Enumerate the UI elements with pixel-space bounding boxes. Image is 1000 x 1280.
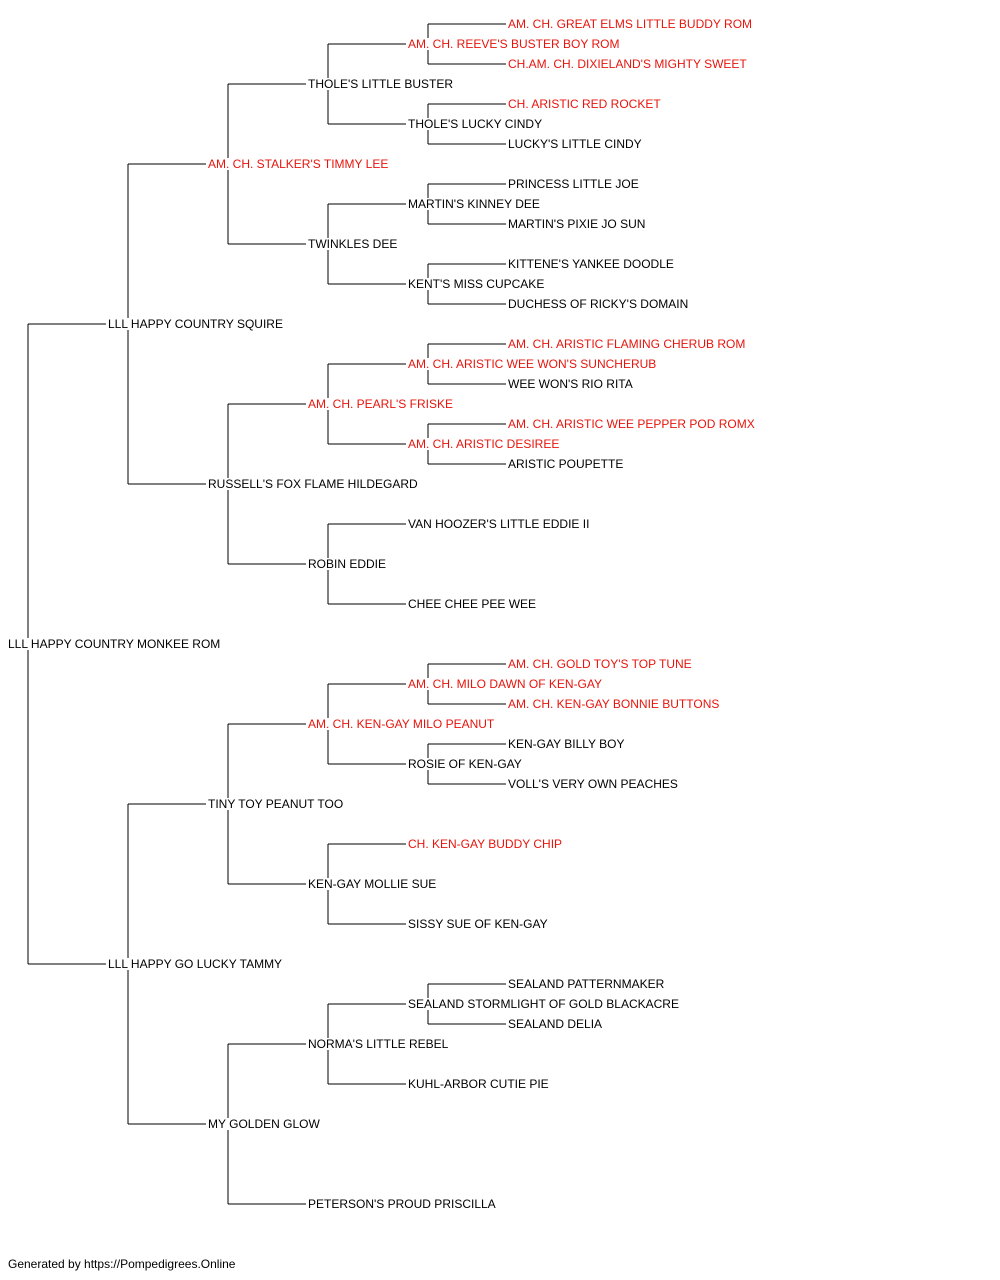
dog-name-gen5: DUCHESS OF RICKY'S DOMAIN — [508, 297, 688, 311]
dog-name-gen4-champion: AM. CH. MILO DAWN OF KEN-GAY — [408, 677, 602, 691]
dog-name-gen5-champion: CH. ARISTIC RED ROCKET — [508, 97, 661, 111]
dog-name-gen4: KUHL-ARBOR CUTIE PIE — [408, 1077, 549, 1091]
dog-name-gen1: LLL HAPPY GO LUCKY TAMMY — [108, 957, 282, 971]
footer-credit: Generated by https://Pompedigrees.Online — [8, 1257, 236, 1271]
dog-name-gen0: LLL HAPPY COUNTRY MONKEE ROM — [8, 637, 220, 651]
dog-name-gen5: ARISTIC POUPETTE — [508, 457, 623, 471]
dog-name-gen2-champion: AM. CH. STALKER'S TIMMY LEE — [208, 157, 388, 171]
dog-name-gen4-champion: CH. KEN-GAY BUDDY CHIP — [408, 837, 562, 851]
dog-name-gen4: THOLE'S LUCKY CINDY — [408, 117, 542, 131]
dog-name-gen4-champion: AM. CH. ARISTIC DESIREE — [408, 437, 559, 451]
dog-name-gen5-champion: CH.AM. CH. DIXIELAND'S MIGHTY SWEET — [508, 57, 747, 71]
dog-name-gen5: SEALAND PATTERNMAKER — [508, 977, 665, 991]
dog-name-gen2: TINY TOY PEANUT TOO — [208, 797, 343, 811]
dog-name-gen5: KEN-GAY BILLY BOY — [508, 737, 625, 751]
dog-name-gen4: SISSY SUE OF KEN-GAY — [408, 917, 548, 931]
dog-name-gen4-champion: AM. CH. ARISTIC WEE WON'S SUNCHERUB — [408, 357, 656, 371]
dog-name-gen5-champion: AM. CH. GOLD TOY'S TOP TUNE — [508, 657, 692, 671]
dog-name-gen3: TWINKLES DEE — [308, 237, 397, 251]
dog-name-gen3: NORMA'S LITTLE REBEL — [308, 1037, 449, 1051]
dog-name-gen4: SEALAND STORMLIGHT OF GOLD BLACKACRE — [408, 997, 679, 1011]
dog-name-gen5-champion: AM. CH. ARISTIC FLAMING CHERUB ROM — [508, 337, 745, 351]
dog-name-gen3: KEN-GAY MOLLIE SUE — [308, 877, 436, 891]
dog-name-gen5-champion: AM. CH. KEN-GAY BONNIE BUTTONS — [508, 697, 719, 711]
dog-name-gen3: PETERSON'S PROUD PRISCILLA — [308, 1197, 496, 1211]
dog-name-gen5: VOLL'S VERY OWN PEACHES — [508, 777, 678, 791]
dog-name-gen3-champion: AM. CH. PEARL'S FRISKE — [308, 397, 453, 411]
dog-name-gen5: LUCKY'S LITTLE CINDY — [508, 137, 642, 151]
dog-name-gen4: KENT'S MISS CUPCAKE — [408, 277, 544, 291]
dog-name-gen5-champion: AM. CH. ARISTIC WEE PEPPER POD ROMX — [508, 417, 755, 431]
dog-name-gen4: CHEE CHEE PEE WEE — [408, 597, 536, 611]
dog-name-gen2: MY GOLDEN GLOW — [208, 1117, 320, 1131]
dog-name-gen4: ROSIE OF KEN-GAY — [408, 757, 522, 771]
dog-name-gen5: SEALAND DELIA — [508, 1017, 602, 1031]
dog-name-gen3: ROBIN EDDIE — [308, 557, 386, 571]
dog-name-gen3-champion: AM. CH. KEN-GAY MILO PEANUT — [308, 717, 495, 731]
pedigree-labels: LLL HAPPY COUNTRY MONKEE ROM LLL HAPPY CO… — [8, 17, 755, 1211]
dog-name-gen5-champion: AM. CH. GREAT ELMS LITTLE BUDDY ROM — [508, 17, 752, 31]
dog-name-gen5: KITTENE'S YANKEE DOODLE — [508, 257, 674, 271]
dog-name-gen5: MARTIN'S PIXIE JO SUN — [508, 217, 645, 231]
dog-name-gen4: MARTIN'S KINNEY DEE — [408, 197, 540, 211]
pedigree-connector-lines — [27, 23, 506, 1205]
dog-name-gen5: PRINCESS LITTLE JOE — [508, 177, 639, 191]
dog-name-gen1: LLL HAPPY COUNTRY SQUIRE — [108, 317, 283, 331]
dog-name-gen4: VAN HOOZER'S LITTLE EDDIE II — [408, 517, 589, 531]
dog-name-gen2: RUSSELL'S FOX FLAME HILDEGARD — [208, 477, 418, 491]
dog-name-gen5: WEE WON'S RIO RITA — [508, 377, 633, 391]
dog-name-gen3: THOLE'S LITTLE BUSTER — [308, 77, 453, 91]
dog-name-gen4-champion: AM. CH. REEVE'S BUSTER BOY ROM — [408, 37, 619, 51]
